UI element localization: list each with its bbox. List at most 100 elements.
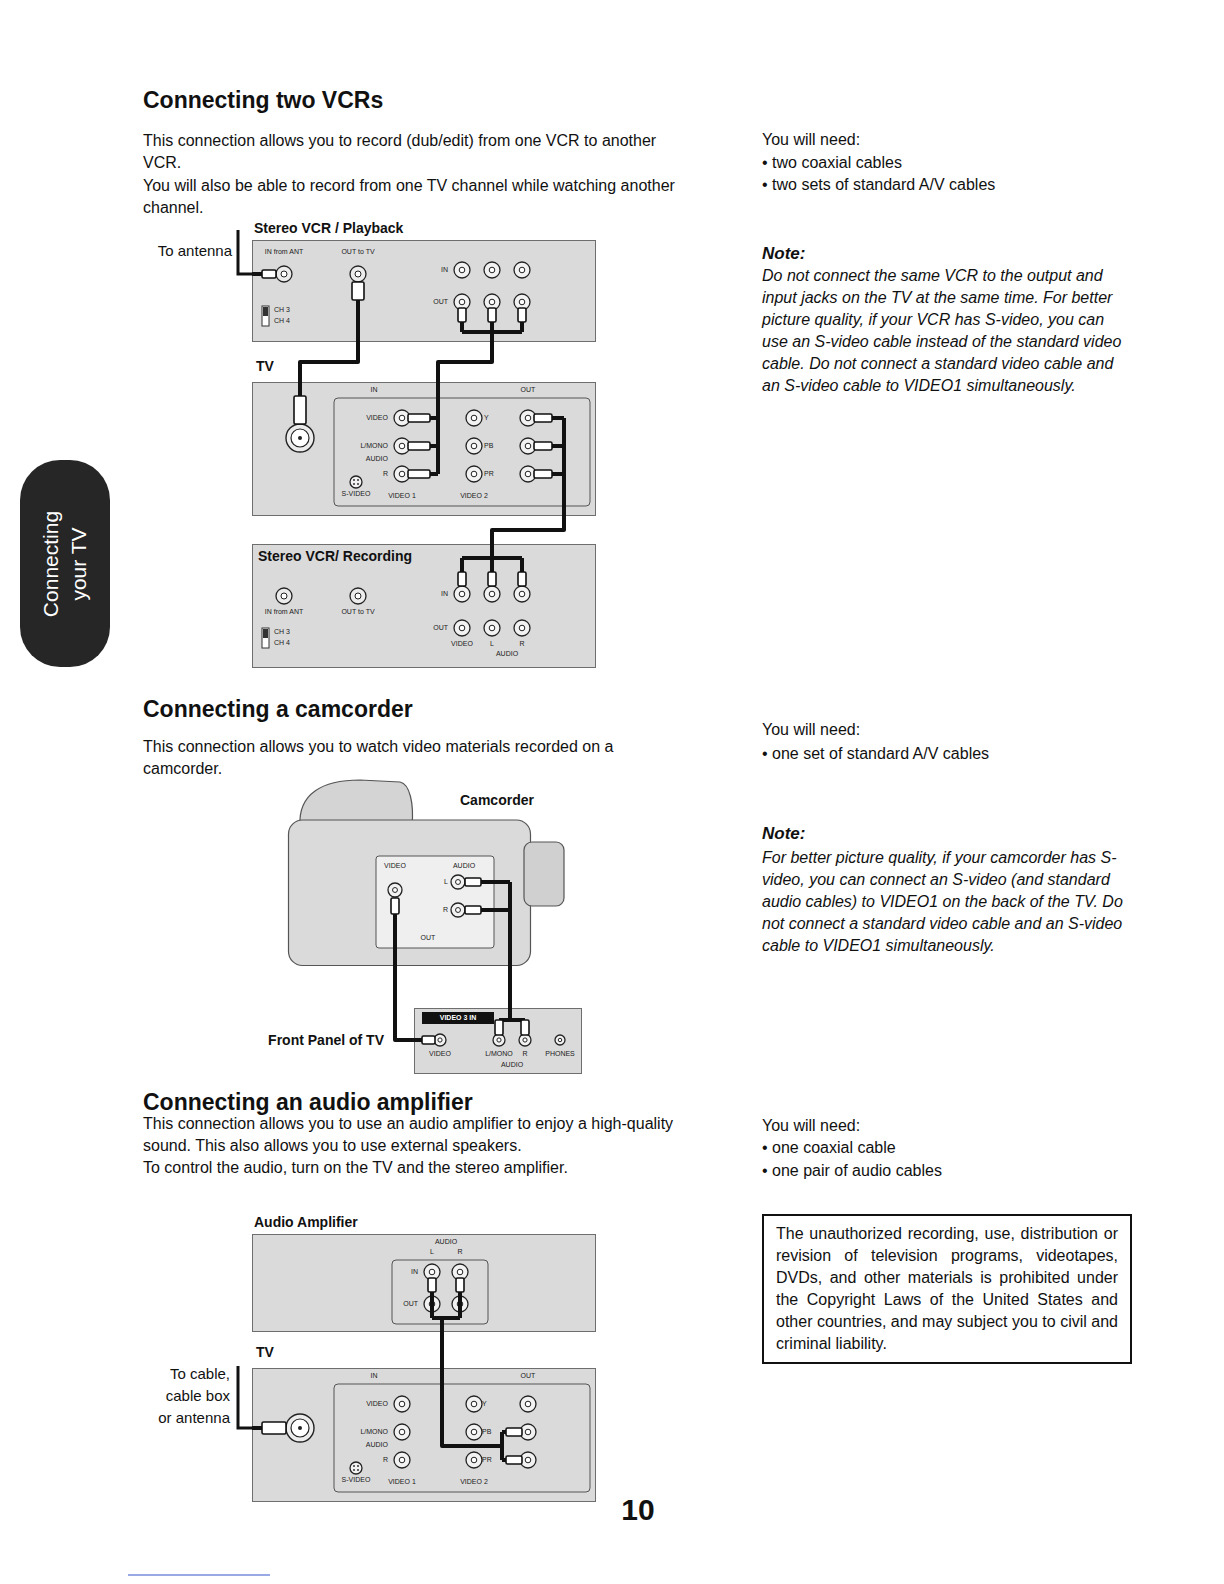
jack-label: OUT to TV bbox=[341, 608, 374, 616]
plug bbox=[495, 1020, 503, 1035]
cable bbox=[430, 1290, 434, 1318]
jack-label: CH 4 bbox=[274, 317, 290, 325]
jack-center bbox=[456, 880, 461, 885]
jack-label: S-VIDEO bbox=[342, 490, 371, 498]
jack-label: AUDIO bbox=[366, 1441, 388, 1449]
tv-panel: TVINOUTVIDEOL/MONOAUDIORS-VIDEOVIDEO 1YP… bbox=[252, 1368, 596, 1502]
note-heading: Note: bbox=[762, 823, 805, 845]
section-heading: Connecting an audio amplifier bbox=[143, 1088, 473, 1116]
s-video-pin bbox=[357, 1465, 359, 1467]
plug bbox=[458, 572, 466, 586]
jack-label: PB bbox=[484, 442, 493, 450]
camcorder: CamcorderVIDEOAUDIOLROUT bbox=[288, 776, 568, 966]
jack-center bbox=[459, 591, 465, 597]
jack-center bbox=[399, 443, 405, 449]
antenna-input-pin bbox=[298, 1426, 302, 1430]
plug bbox=[428, 1278, 436, 1292]
device-label: Audio Amplifier bbox=[254, 1214, 358, 1231]
jack-center bbox=[399, 1429, 405, 1435]
jack-label: L bbox=[444, 878, 448, 886]
amplifier-panel-drawing bbox=[252, 1234, 596, 1332]
jack-center bbox=[457, 1269, 463, 1275]
antenna-jack bbox=[350, 588, 366, 604]
jack-center bbox=[525, 1429, 531, 1435]
jack-label: IN bbox=[441, 266, 448, 274]
note-text: Do not connect the same VCR to the outpu… bbox=[762, 265, 1130, 397]
jack bbox=[451, 875, 465, 889]
antenna-input bbox=[286, 424, 314, 452]
plug bbox=[534, 414, 552, 422]
jack bbox=[466, 1424, 482, 1440]
tv-front-panel: Front Panel of TVVIDEO 3 INVIDEOL/MONORA… bbox=[414, 1008, 582, 1074]
jack-center bbox=[519, 625, 525, 631]
panel-face bbox=[253, 1369, 596, 1502]
vcr-panel: Stereo VCR / PlaybackIN from ANTOUT to T… bbox=[252, 240, 596, 342]
jack-label: VIDEO 2 bbox=[460, 492, 488, 500]
cable bbox=[356, 298, 360, 342]
jack-label: PHONES bbox=[545, 1050, 575, 1058]
plug bbox=[488, 572, 496, 586]
jack-label: R bbox=[522, 1050, 527, 1058]
cable bbox=[508, 882, 512, 966]
jack bbox=[484, 262, 500, 278]
plug bbox=[465, 878, 481, 886]
jack-label: L/MONO bbox=[485, 1050, 513, 1058]
jack-center bbox=[399, 471, 405, 477]
jack-label: IN bbox=[441, 590, 448, 598]
jack-label: IN bbox=[371, 386, 378, 394]
vcr-panel: Stereo VCR/ RecordingIN from ANTOUT to T… bbox=[252, 544, 596, 668]
jack-label: AUDIO bbox=[453, 862, 475, 870]
plug bbox=[408, 470, 430, 478]
s-video-jack bbox=[350, 1462, 362, 1474]
jack-label: Y bbox=[482, 1400, 487, 1408]
body-text: To control the audio, turn on the TV and… bbox=[143, 1157, 568, 1179]
notice-text: The unauthorized recording, use, distrib… bbox=[776, 1223, 1118, 1355]
jack-group-outline bbox=[334, 398, 590, 506]
jack-label: AUDIO bbox=[435, 1238, 457, 1246]
jack bbox=[466, 438, 482, 454]
jack-label: IN from ANT bbox=[265, 248, 304, 256]
jack-center bbox=[471, 1429, 477, 1435]
jack bbox=[388, 883, 402, 897]
plug bbox=[408, 442, 430, 450]
jack-label: VIDEO 2 bbox=[460, 1478, 488, 1486]
plug bbox=[506, 1428, 522, 1436]
jack-label: Y bbox=[484, 414, 489, 422]
plug bbox=[422, 1036, 435, 1044]
jack bbox=[555, 1035, 565, 1045]
jack-label: VIDEO bbox=[366, 1400, 388, 1408]
antenna-input-pin bbox=[298, 436, 302, 440]
s-video-pin bbox=[353, 479, 355, 481]
panel-face bbox=[253, 241, 596, 342]
jack-center bbox=[525, 1457, 531, 1463]
panel-face bbox=[253, 383, 596, 516]
jack-label: R bbox=[383, 1456, 388, 1464]
jack-label: IN bbox=[371, 1372, 378, 1380]
cable bbox=[432, 1316, 460, 1320]
device-label: Stereo VCR / Playback bbox=[254, 220, 403, 237]
jack-label: VIDEO bbox=[366, 414, 388, 422]
channel-switch bbox=[262, 306, 269, 326]
plug bbox=[534, 442, 552, 450]
jack-center bbox=[399, 1457, 405, 1463]
jack bbox=[514, 262, 530, 278]
antenna-jack-center bbox=[355, 593, 361, 599]
jack-label: AUDIO bbox=[496, 650, 518, 658]
tv-panel-drawing bbox=[252, 1368, 596, 1502]
jack-center bbox=[519, 591, 525, 597]
jack-label: OUT bbox=[433, 298, 448, 306]
device-label: TV bbox=[256, 358, 274, 375]
jack-label: OUT bbox=[521, 386, 536, 394]
jack bbox=[394, 1452, 410, 1468]
device-label: Camcorder bbox=[460, 792, 534, 809]
jack-label: S-VIDEO bbox=[342, 1476, 371, 1484]
plug bbox=[518, 308, 526, 322]
cable bbox=[479, 908, 510, 912]
jack-center bbox=[456, 908, 461, 913]
camcorder-viewfinder bbox=[524, 842, 564, 906]
jack-center bbox=[525, 1401, 531, 1407]
jack-label: R bbox=[457, 1248, 462, 1256]
tab-label: Connecting your TV bbox=[37, 499, 93, 629]
jack bbox=[466, 1452, 482, 1468]
